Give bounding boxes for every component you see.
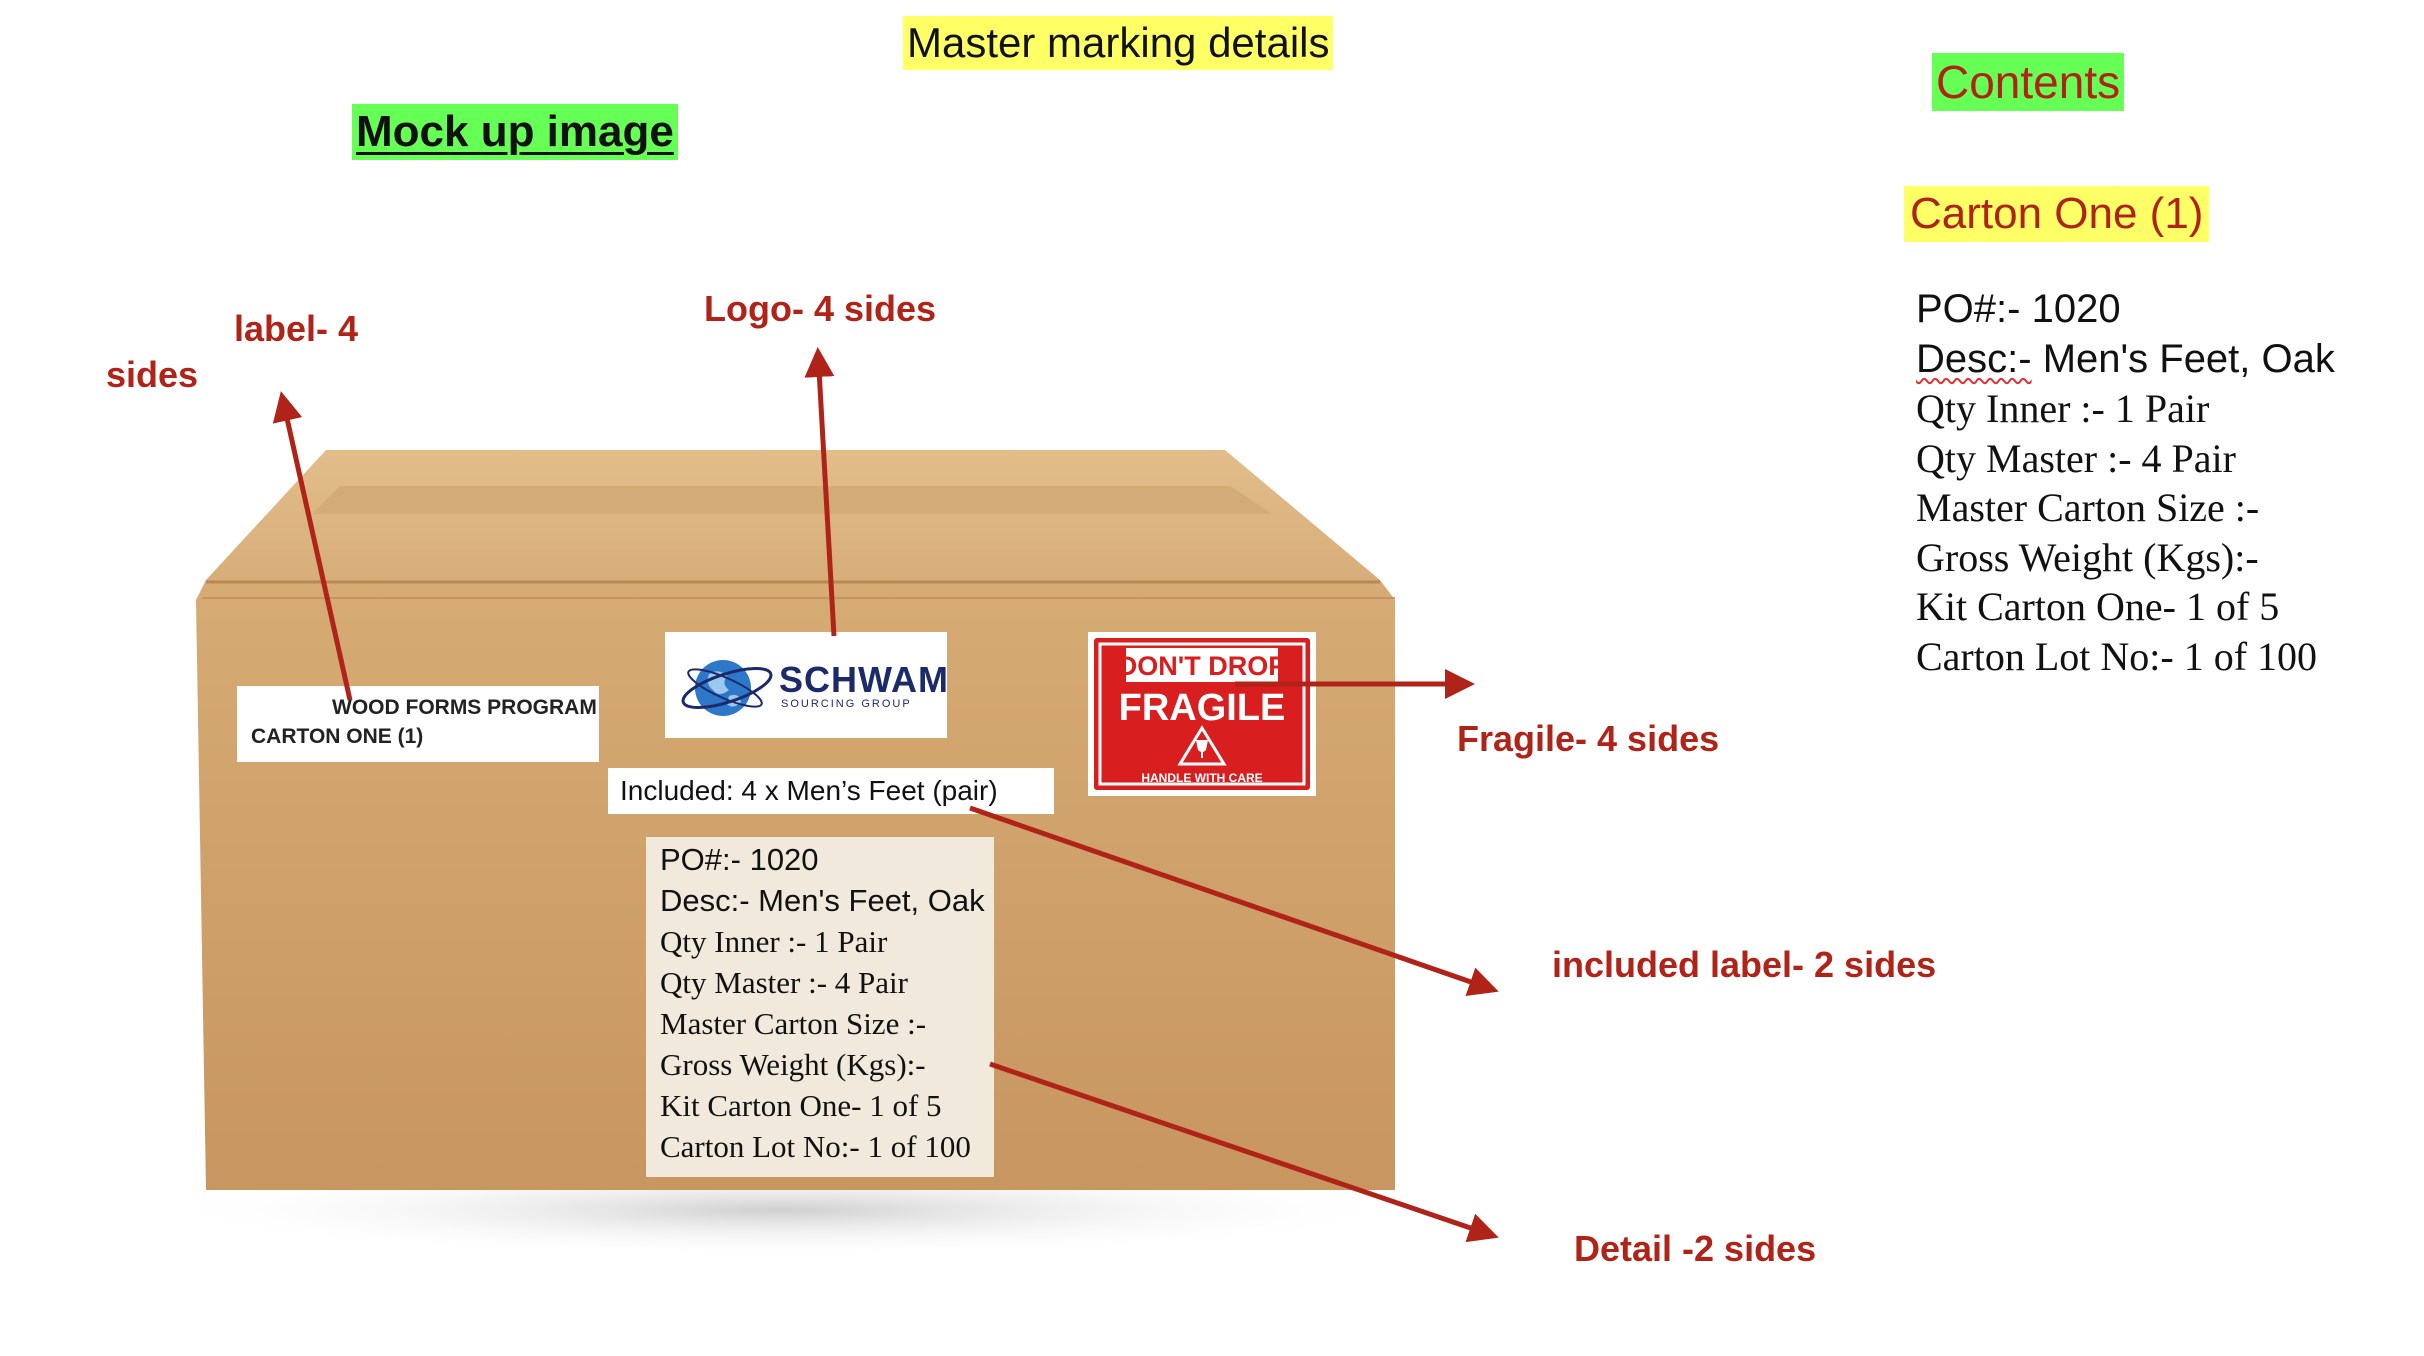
mockup-heading: Mock up image: [352, 104, 678, 160]
tape-strip: [312, 486, 1272, 514]
logo-name: SCHWAM: [779, 659, 949, 700]
fragile-sticker: DON'T DROP FRAGILE HANDLE WITH CARE: [1088, 632, 1316, 796]
box-detail-gross-weight: Gross Weight (Kgs):-: [660, 1047, 926, 1082]
box-top: [206, 450, 1380, 580]
fragile-bottom-text: HANDLE WITH CARE: [1141, 771, 1262, 785]
box-detail-lot-no: Carton Lot No:- 1 of 100: [660, 1129, 971, 1164]
box-detail-qty-inner: Qty Inner :- 1 Pair: [660, 924, 888, 959]
desc-label: Desc:-: [1916, 336, 2032, 381]
label-annotation-line1: label- 4: [234, 308, 359, 349]
fragile-main-text: FRAGILE: [1119, 687, 1286, 729]
box-detail-label: PO#:- 1020 Desc:- Men's Feet, Oak Qty In…: [646, 837, 994, 1177]
contents-details: PO#:- 1020 Desc:- Men's Feet, Oak Qty In…: [1916, 285, 2335, 681]
detail-kit-carton: Kit Carton One- 1 of 5: [1916, 584, 2280, 629]
box-detail-carton-size: Master Carton Size :-: [660, 1006, 927, 1041]
broken-glass-icon: [1177, 725, 1227, 766]
detail-annotation: Detail -2 sides: [1574, 1228, 1817, 1269]
label-annotation: label- 4 sides: [106, 306, 358, 398]
page-title: Master marking details: [903, 16, 1334, 70]
fragile-top-text: DON'T DROP: [1118, 651, 1286, 681]
box-detail-qty-master: Qty Master :- 4 Pair: [660, 965, 908, 1000]
box-detail-desc: Desc:- Men's Feet, Oak: [660, 883, 985, 918]
detail-lot-no: Carton Lot No:- 1 of 100: [1916, 633, 2318, 679]
detail-po: PO#:- 1020: [1916, 287, 2121, 331]
included-label-text: Included: 4 x Men’s Feet (pair): [620, 775, 998, 806]
box-detail-po: PO#:- 1020: [660, 842, 819, 877]
detail-qty-master: Qty Master :- 4 Pair: [1916, 435, 2236, 481]
desc-value: Men's Feet, Oak: [2031, 336, 2335, 381]
program-label-line2: CARTON ONE (1): [251, 725, 424, 748]
carton-heading: Carton One (1): [1904, 186, 2210, 242]
detail-qty-inner: Qty Inner :- 1 Pair: [1916, 386, 2210, 431]
label-annotation-line2: sides: [106, 354, 199, 395]
included-annotation: included label- 2 sides: [1552, 944, 1937, 985]
fragile-annotation: Fragile- 4 sides: [1457, 718, 1720, 759]
detail-carton-size: Master Carton Size :-: [1916, 485, 2260, 530]
contents-heading: Contents: [1932, 53, 2125, 111]
box-detail-kit-carton: Kit Carton One- 1 of 5: [660, 1088, 942, 1123]
schwam-logo: SCHWAM SOURCING GROUP: [665, 632, 949, 738]
program-label: WOOD FORMS PROGRAM CARTON ONE (1): [237, 686, 599, 762]
detail-gross-weight: Gross Weight (Kgs):-: [1916, 534, 2259, 580]
program-label-line1: WOOD FORMS PROGRAM: [332, 696, 597, 719]
logo-subtitle: SOURCING GROUP: [781, 698, 912, 710]
globe-icon: [681, 660, 773, 716]
detail-desc: Desc:- Men's Feet, Oak: [1916, 335, 2335, 385]
logo-annotation: Logo- 4 sides: [704, 288, 937, 329]
included-label: Included: 4 x Men’s Feet (pair): [608, 768, 1054, 814]
